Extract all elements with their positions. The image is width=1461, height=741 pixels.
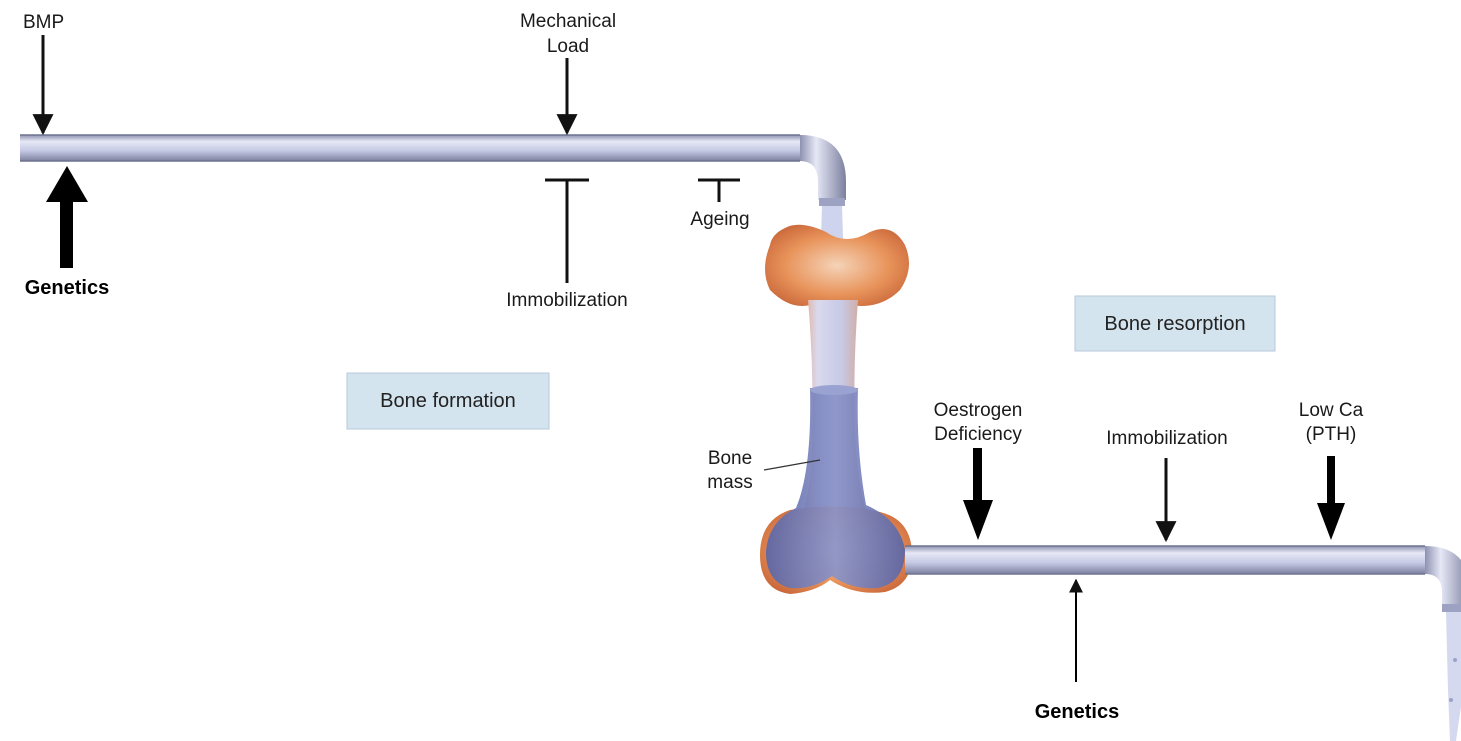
ageing-label: Ageing [690, 209, 749, 230]
mechanical-load-label-line1: Mechanical [520, 11, 616, 32]
immobilization-formation-label: Immobilization [506, 290, 627, 311]
immobilization-resorption-label: Immobilization [1106, 428, 1227, 449]
bone [760, 225, 912, 594]
bone-mass-label-line2: mass [707, 472, 752, 493]
bone-mass-label-line1: Bone [708, 448, 752, 469]
genetics-resorption-label: Genetics [1035, 701, 1119, 723]
genetics-formation-arrow [46, 166, 88, 268]
mechanical-load-label-line2: Load [547, 36, 589, 57]
bone-formation-label: Bone formation [380, 390, 516, 412]
bone-resorption-label: Bone resorption [1104, 313, 1245, 335]
genetics-formation-label: Genetics [25, 277, 109, 299]
bone-mass-fill [766, 388, 905, 588]
bmp-label: BMP [23, 12, 64, 33]
formation-pipe [20, 135, 846, 206]
low-ca-arrow [1317, 456, 1345, 540]
low-ca-label-line1: Low Ca [1299, 400, 1364, 421]
oestrogen-label-line2: Deficiency [934, 424, 1022, 445]
oestrogen-label-line1: Oestrogen [934, 400, 1023, 421]
immobilization-inhibitor-formation [545, 180, 589, 283]
resorption-pipe [905, 546, 1461, 612]
ageing-inhibitor [698, 180, 740, 202]
low-ca-label-line2: (PTH) [1306, 424, 1357, 445]
oestrogen-arrow [963, 448, 993, 540]
water-stream-out [1446, 612, 1461, 741]
